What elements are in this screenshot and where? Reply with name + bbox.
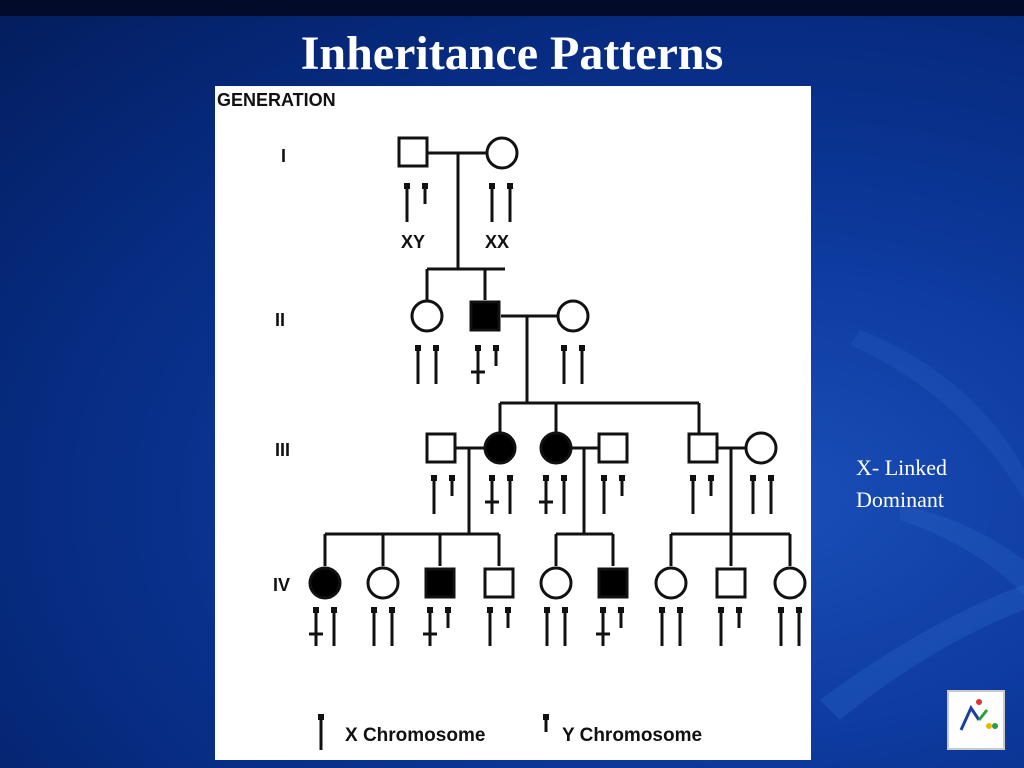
pedigree-chart: GENERATION I II III IV	[217, 90, 807, 750]
chromosome-pair-III-3	[539, 475, 567, 514]
chromosome-pair-IV-2	[371, 607, 395, 646]
individuals	[308, 136, 807, 600]
top-dark-band	[0, 0, 1024, 16]
gen1-male-chromosome-label: XY	[401, 232, 425, 252]
individual-III-6-unaffected-female	[744, 431, 778, 465]
individual-IV-3-affected-male	[424, 567, 456, 599]
individual-IV-9-unaffected-female	[773, 566, 807, 600]
individual-III-3-affected-female	[539, 431, 573, 465]
chromosome-pair-IV-6	[596, 607, 624, 646]
individual-IV-8-unaffected-male	[715, 567, 747, 599]
individual-IV-2-unaffected-female	[366, 566, 400, 600]
individual-III-1-unaffected-male	[425, 432, 457, 464]
legend-y-chromosome-label: Y Chromosome	[562, 725, 702, 746]
individual-IV-6-affected-male	[597, 567, 629, 599]
chromosome-pair-IV-7	[659, 607, 683, 646]
individual-III-4-unaffected-male	[597, 432, 629, 464]
chromosome-pair-II-1	[415, 345, 439, 384]
inheritance-type-label: X- Linked Dominant	[856, 452, 947, 516]
individual-IV-5-unaffected-female	[539, 566, 573, 600]
generation-label-2: II	[275, 310, 285, 330]
chromosome-pair-III-1	[431, 475, 455, 514]
individual-I-1-unaffected-male	[397, 136, 429, 168]
legend-x-chromosome-icon	[318, 714, 324, 750]
legend-x-chromosome-label: X Chromosome	[345, 725, 485, 746]
chromosome-pair-IV-9	[778, 607, 802, 646]
generation-label-1: I	[281, 146, 286, 166]
chromosome-pair-II-2	[471, 345, 499, 384]
gen1-female-chromosome-label: XX	[485, 232, 509, 252]
generation-label-3: III	[275, 440, 290, 460]
chromosome-pair-III-4	[601, 475, 625, 514]
individual-II-3-unaffected-female	[556, 299, 590, 333]
institution-logo	[947, 690, 1005, 750]
chromosome-pair-III-6	[750, 475, 774, 514]
legend-y-chromosome-icon	[543, 714, 549, 732]
chromosome-glyphs	[309, 183, 802, 646]
legend: X Chromosome Y Chromosome	[318, 714, 702, 750]
inheritance-type-line-2: Dominant	[856, 487, 944, 512]
chromosome-pair-III-5	[690, 475, 714, 514]
chromosome-pair-I-1	[404, 183, 428, 222]
individual-IV-7-unaffected-female	[654, 566, 688, 600]
individual-I-2-unaffected-female	[485, 136, 519, 170]
individual-II-2-affected-male	[469, 300, 501, 332]
chromosome-pair-IV-5	[544, 607, 568, 646]
chromosome-pair-IV-8	[718, 607, 742, 646]
chromosome-pair-IV-1	[309, 607, 337, 646]
individual-IV-1-affected-female	[308, 566, 342, 600]
generation-header: GENERATION	[217, 90, 336, 110]
individual-III-5-unaffected-male	[687, 432, 719, 464]
chromosome-pair-II-3	[561, 345, 585, 384]
generation-label-4: IV	[273, 575, 290, 595]
individual-II-1-unaffected-female	[410, 299, 444, 333]
slide-title: Inheritance Patterns	[300, 27, 724, 80]
chromosome-pair-III-2	[485, 475, 513, 514]
chromosome-pair-I-2	[489, 183, 513, 222]
individual-IV-4-unaffected-male	[483, 567, 515, 599]
chromosome-pair-IV-3	[423, 607, 451, 646]
chromosome-pair-IV-4	[487, 607, 511, 646]
inheritance-type-line-1: X- Linked	[856, 455, 948, 480]
logo-figure-icon	[959, 699, 998, 731]
pedigree-panel: GENERATION I II III IV	[215, 86, 811, 760]
individual-III-2-affected-female	[483, 431, 517, 465]
pedigree-lines	[323, 151, 792, 566]
